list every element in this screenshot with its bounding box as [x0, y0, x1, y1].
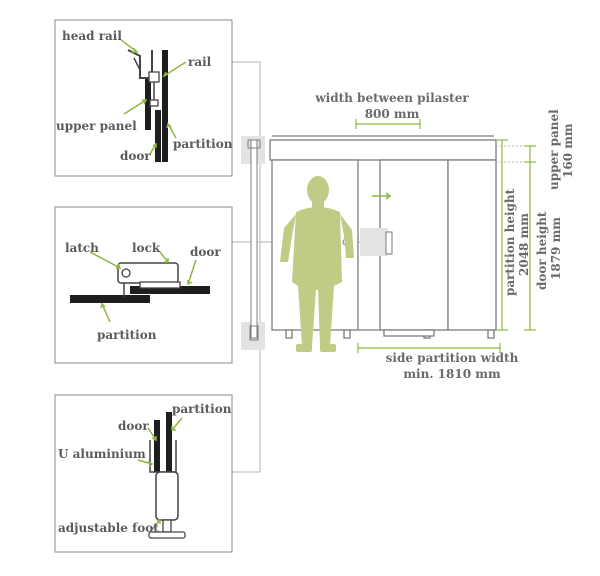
- label-door-mid: door: [190, 245, 221, 259]
- detail-box-foot: door partition U aluminium adjustable fo…: [54, 394, 233, 553]
- detail-box-head-rail: head rail rail upper panel partition doo…: [54, 19, 233, 177]
- partition-height-label: partition height: [503, 188, 517, 296]
- label-door-bottom: door: [118, 419, 149, 433]
- upper-panel-dim-label: upper panel: [547, 109, 561, 190]
- label-latch: latch: [65, 241, 99, 255]
- label-door-top: door: [120, 149, 151, 163]
- label-u-aluminium: U aluminium: [58, 447, 146, 461]
- person-silhouette: [280, 176, 354, 352]
- label-partition-top: partition: [173, 137, 233, 151]
- width-between-pilaster-label: width between pilaster: [314, 91, 469, 105]
- door-opening-arrow-icon: [372, 192, 392, 200]
- label-head-rail: head rail: [62, 29, 122, 43]
- side-section-strip: [241, 136, 265, 350]
- upper-panel-dim-value: 160 mm: [561, 123, 575, 178]
- label-adjustable-foot: adjustable foot: [58, 521, 159, 535]
- side-partition-width-label: side partition width: [386, 351, 519, 365]
- dimension-lines: [355, 119, 536, 353]
- partition-height-value: 2048 mm: [517, 213, 531, 276]
- label-partition-mid: partition: [97, 328, 157, 342]
- label-upper-panel: upper panel: [56, 119, 137, 133]
- dimension-guides: [496, 145, 524, 163]
- side-partition-width-value: min. 1810 mm: [403, 367, 501, 381]
- door-height-value: 1879 mm: [549, 217, 563, 280]
- width-between-pilaster-value: 800 mm: [365, 107, 420, 121]
- label-lock: lock: [132, 241, 161, 255]
- door-height-label: door height: [535, 211, 549, 290]
- detail-box-lock: latch lock door partition: [54, 206, 233, 364]
- door-handle: [342, 228, 393, 256]
- label-rail: rail: [188, 55, 212, 69]
- label-partition-bottom: partition: [172, 402, 232, 416]
